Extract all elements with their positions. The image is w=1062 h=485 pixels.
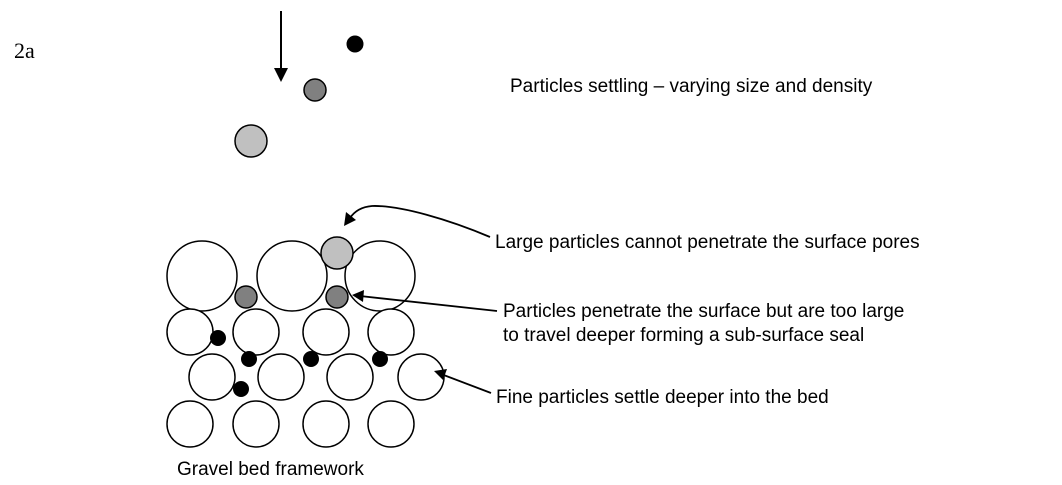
annotation-penetrate-line1: Particles penetrate the surface but are … — [503, 301, 905, 322]
subsurface-medium-particle — [325, 285, 349, 309]
surface-large-particle — [320, 236, 354, 270]
leader-penetrate-head — [352, 290, 364, 302]
settling-large-particle — [234, 124, 268, 158]
gravel-clast — [302, 308, 350, 356]
annotation-large-particles: Large particles cannot penetrate the sur… — [495, 232, 920, 253]
annotation-fine-particles: Fine particles settle deeper into the be… — [496, 387, 829, 408]
leader-fine — [440, 373, 492, 394]
gravel-clast — [166, 240, 238, 312]
leader-penetrate — [359, 295, 498, 312]
gravel-clast — [326, 353, 374, 401]
annotation-penetrate: Particles penetrate the surface but are … — [503, 300, 904, 348]
gravel-clast — [232, 308, 280, 356]
gravel-clast — [367, 400, 415, 448]
fine-particle — [233, 381, 249, 397]
fine-particle — [210, 330, 226, 346]
annotation-penetrate-line2: to travel deeper forming a sub-surface s… — [503, 324, 865, 346]
gravel-clast — [257, 353, 305, 401]
leader-fine-head — [434, 369, 447, 380]
leader-large-particles — [349, 205, 491, 238]
leader-large-particles-head — [344, 212, 356, 226]
falling-arrow-head — [274, 68, 288, 82]
gravel-clast — [302, 400, 350, 448]
fine-particle — [241, 351, 257, 367]
diagram-caption: Gravel bed framework — [177, 459, 364, 480]
fine-particle — [303, 351, 319, 367]
annotation-settling: Particles settling – varying size and de… — [510, 76, 873, 97]
panel-label: 2a — [14, 38, 35, 63]
gravel-clast — [166, 400, 214, 448]
settling-medium-particle — [303, 78, 327, 102]
gravel-clast — [232, 400, 280, 448]
gravel-clast — [367, 308, 415, 356]
fine-particle — [372, 351, 388, 367]
gravel-clast — [256, 240, 328, 312]
settling-fine-particle — [346, 35, 364, 53]
gravel-clast — [166, 308, 214, 356]
subsurface-medium-particle — [234, 285, 258, 309]
gravel-clast — [397, 353, 445, 401]
gravel-clast — [188, 353, 236, 401]
